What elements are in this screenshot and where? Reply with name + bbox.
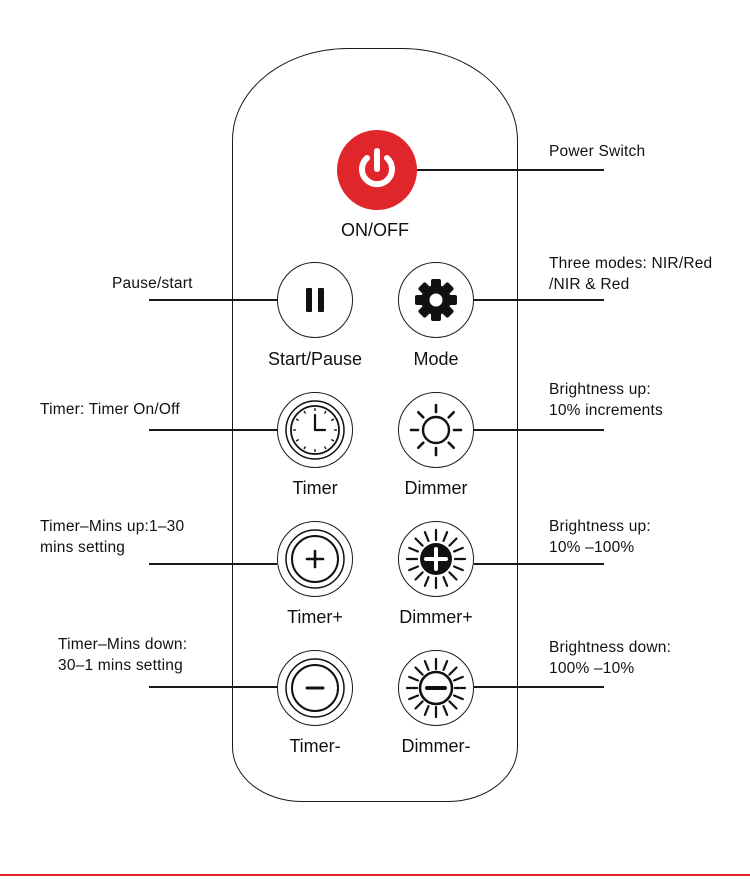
power-icon — [359, 148, 395, 188]
dimmer-plus-button[interactable] — [398, 521, 474, 597]
remote-body — [232, 48, 518, 802]
pause-icon — [306, 288, 324, 312]
callout-line: 10% –100% — [549, 539, 635, 556]
timer-button[interactable] — [277, 392, 353, 468]
dimmer-minus-leader-line — [474, 686, 604, 688]
pause-leader-line — [149, 299, 277, 301]
dimmer-plus-label: Dimmer+ — [399, 607, 473, 627]
callout-line: Power Switch — [549, 143, 646, 160]
callout-line: Pause/start — [112, 275, 193, 292]
timer-minus-button[interactable] — [277, 650, 353, 726]
timer-plus-leader-line — [149, 563, 277, 565]
timer-leader-line — [149, 429, 277, 431]
footer-divider — [0, 874, 750, 876]
clock-icon — [285, 400, 345, 460]
mode-label: Mode — [413, 349, 459, 369]
start-pause-button[interactable] — [277, 262, 353, 338]
dimmer-callout: Brightness up: 10% increments — [549, 379, 663, 421]
timer-minus-label: Timer- — [289, 736, 341, 756]
timer-plus-label: Timer+ — [287, 607, 343, 627]
sun-plus-icon — [405, 528, 467, 590]
dimmer-plus-callout: Brightness up: 10% –100% — [549, 516, 651, 558]
callout-line: Timer–Mins up:1–30 — [40, 518, 185, 535]
dimmer-minus-callout: Brightness down: 100% –10% — [549, 637, 671, 679]
callout-line: mins setting — [40, 539, 126, 556]
sun-minus-icon — [405, 657, 467, 719]
callout-line: Brightness down: — [549, 639, 672, 656]
timer-callout: Timer: Timer On/Off — [40, 399, 180, 420]
pause-callout: Pause/start — [112, 273, 193, 294]
callout-line: Brightness up: — [549, 381, 651, 398]
callout-line: 30–1 mins setting — [58, 657, 183, 674]
power-button-label: ON/OFF — [341, 220, 409, 240]
dimmer-label: Dimmer — [404, 478, 468, 498]
circle-plus-icon — [285, 529, 345, 589]
callout-line: Timer: Timer On/Off — [40, 401, 180, 418]
callout-line: 10% increments — [549, 402, 663, 419]
power-leader-line — [417, 169, 604, 171]
mode-leader-line — [474, 299, 604, 301]
gear-icon — [415, 279, 457, 321]
timer-label: Timer — [292, 478, 338, 498]
timer-minus-callout: Timer–Mins down: 30–1 mins setting — [58, 634, 187, 676]
dimmer-leader-line — [474, 429, 604, 431]
power-button[interactable] — [337, 130, 417, 210]
circle-minus-icon — [285, 658, 345, 718]
mode-button[interactable] — [398, 262, 474, 338]
timer-plus-callout: Timer–Mins up:1–30 mins setting — [40, 516, 184, 558]
callout-line: 100% –10% — [549, 660, 635, 677]
timer-minus-leader-line — [149, 686, 277, 688]
callout-line: /NIR & Red — [549, 276, 630, 293]
callout-line: Timer–Mins down: — [58, 636, 188, 653]
dimmer-minus-button[interactable] — [398, 650, 474, 726]
dimmer-minus-label: Dimmer- — [401, 736, 471, 756]
callout-line: Three modes: NIR/Red — [549, 255, 713, 272]
mode-callout: Three modes: NIR/Red /NIR & Red — [549, 253, 712, 295]
start-pause-label: Start/Pause — [267, 349, 363, 369]
callout-line: Brightness up: — [549, 518, 651, 535]
power-callout: Power Switch — [549, 141, 645, 162]
dimmer-button[interactable] — [398, 392, 474, 468]
dimmer-plus-leader-line — [474, 563, 604, 565]
sun-icon — [409, 403, 463, 457]
timer-plus-button[interactable] — [277, 521, 353, 597]
